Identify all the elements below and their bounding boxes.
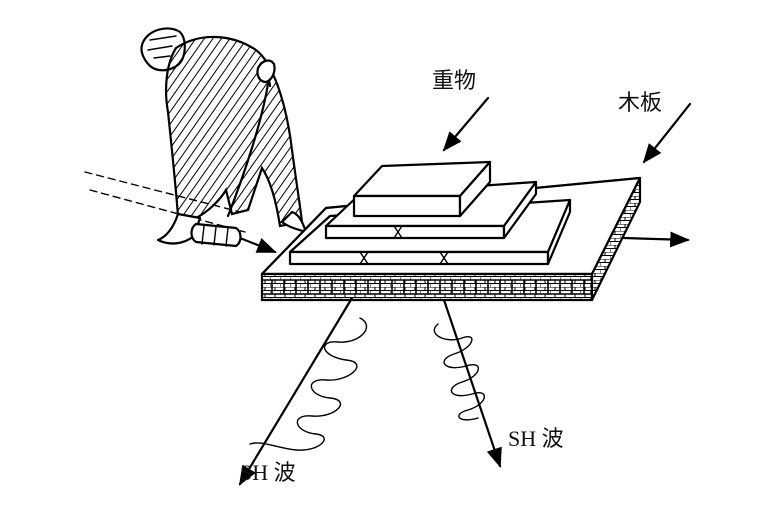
weight-label: 重物 xyxy=(432,68,476,93)
weight-stack xyxy=(288,160,572,266)
weight-pointer-arrow xyxy=(442,96,490,152)
sh-wave-right-label: SH 波 xyxy=(508,426,564,451)
sh-wave-right xyxy=(433,298,502,468)
plank-motion-arrow xyxy=(622,231,690,248)
plank-label: 木板 xyxy=(618,90,662,115)
sh-wave-left xyxy=(238,296,367,486)
worker-figure xyxy=(140,27,308,248)
plank-pointer-arrow xyxy=(642,102,692,164)
sh-wave-left-label: SH 波 xyxy=(240,460,296,485)
